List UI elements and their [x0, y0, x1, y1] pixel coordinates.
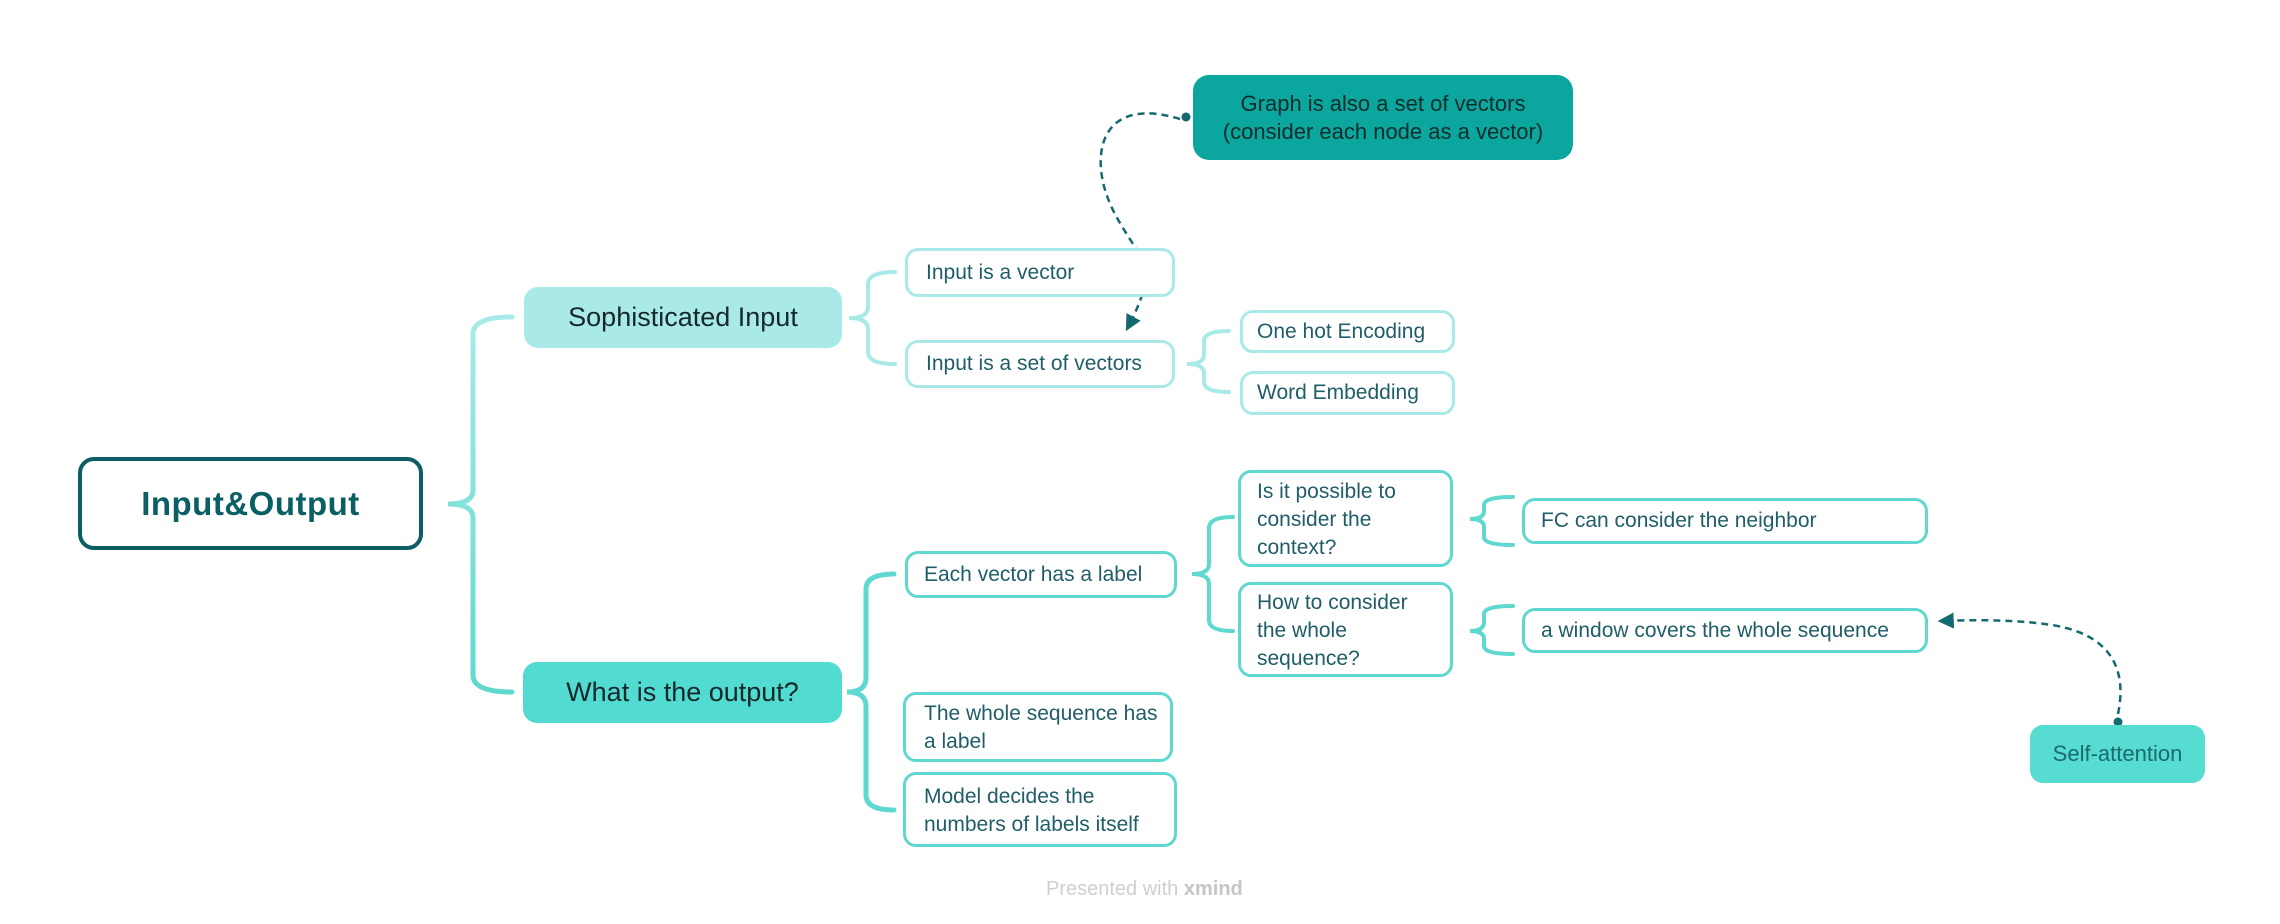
presented-with-footer: Presented with xmind: [1046, 878, 1243, 901]
relationship-endpoint-dot: [2113, 717, 2123, 727]
node-whole-sequence-has-a-label[interactable]: The whole sequence has a label: [903, 692, 1173, 762]
node-each-vector-has-a-label[interactable]: Each vector has a label: [905, 551, 1177, 598]
relationship-graph-to-setvectors: [1099, 112, 1181, 332]
node-label: Graph is also a set of vectors (consider…: [1222, 90, 1544, 144]
node-label: Sophisticated Input: [568, 302, 798, 332]
node-how-to-consider-whole-sequence[interactable]: How to consider the whole sequence?: [1238, 582, 1453, 677]
node-window-covers-whole-sequence[interactable]: a window covers the whole sequence: [1522, 608, 1928, 653]
node-label: Word Embedding: [1257, 381, 1419, 404]
node-label: Input&Output: [141, 484, 360, 522]
node-graph-note[interactable]: Graph is also a set of vectors (consider…: [1193, 75, 1573, 160]
brace-sophisticated-children: [848, 270, 897, 366]
node-input-is-a-vector[interactable]: Input is a vector: [905, 248, 1175, 297]
node-label: a window covers the whole sequence: [1541, 618, 1889, 642]
node-label: The whole sequence has a label: [924, 702, 1158, 753]
node-input-is-a-set-of-vectors[interactable]: Input is a set of vectors: [905, 340, 1175, 388]
node-sophisticated-input[interactable]: Sophisticated Input: [524, 287, 842, 348]
relationship-endpoint-dot: [1181, 112, 1191, 122]
brace-context-child: [1469, 495, 1515, 547]
brace-root: [447, 314, 515, 695]
brace-eachvector-children: [1191, 515, 1235, 633]
brace-wholesequence-child: [1469, 604, 1515, 656]
node-label: Input is a set of vectors: [926, 352, 1142, 375]
relationship-selfattention-to-window: [1937, 612, 2122, 715]
node-label: How to consider the whole sequence?: [1257, 590, 1408, 670]
node-fc-can-consider-neighbor[interactable]: FC can consider the neighbor: [1522, 498, 1928, 544]
node-one-hot-encoding[interactable]: One hot Encoding: [1240, 310, 1455, 353]
node-word-embedding[interactable]: Word Embedding: [1240, 371, 1455, 415]
node-self-attention[interactable]: Self-attention: [2030, 725, 2205, 783]
node-label: Each vector has a label: [924, 562, 1143, 586]
node-is-it-possible-context[interactable]: Is it possible to consider the context?: [1238, 470, 1453, 567]
node-label: One hot Encoding: [1257, 319, 1426, 343]
footer-text: Presented with: [1046, 878, 1179, 900]
node-input-output[interactable]: Input&Output: [78, 457, 423, 550]
node-label: Model decides the numbers of labels itse…: [924, 784, 1139, 836]
brace-output-children: [846, 571, 897, 813]
node-label: Is it possible to consider the context?: [1257, 479, 1396, 559]
node-model-decides-labels[interactable]: Model decides the numbers of labels itse…: [903, 772, 1177, 847]
node-label: What is the output?: [566, 677, 799, 707]
node-label: Input is a vector: [926, 260, 1075, 284]
xmind-brand: xmind: [1183, 878, 1243, 900]
node-label: Self-attention: [2052, 741, 2183, 766]
brace-setvectors-children: [1186, 329, 1231, 394]
node-label: FC can consider the neighbor: [1541, 509, 1817, 532]
node-what-is-the-output[interactable]: What is the output?: [523, 662, 842, 723]
